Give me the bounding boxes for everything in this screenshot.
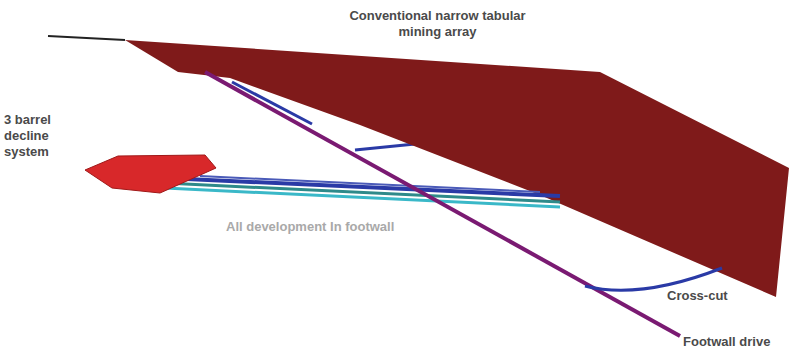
decline-strand [165, 183, 560, 202]
cross-cut-line [585, 268, 722, 290]
callout-label: All development In footwall [226, 219, 466, 235]
callout-label: Cross-cut [667, 288, 777, 304]
decline-strand [200, 176, 540, 192]
thin-edge [48, 36, 125, 40]
callout-label: 3 barrel decline system [4, 112, 74, 160]
callout-label: Footwall drive [683, 334, 791, 350]
decline-system [85, 155, 216, 193]
mining-array [125, 40, 789, 297]
callout-label: Conventional narrow tabular mining array [330, 8, 545, 40]
footwall-drive [205, 72, 680, 336]
